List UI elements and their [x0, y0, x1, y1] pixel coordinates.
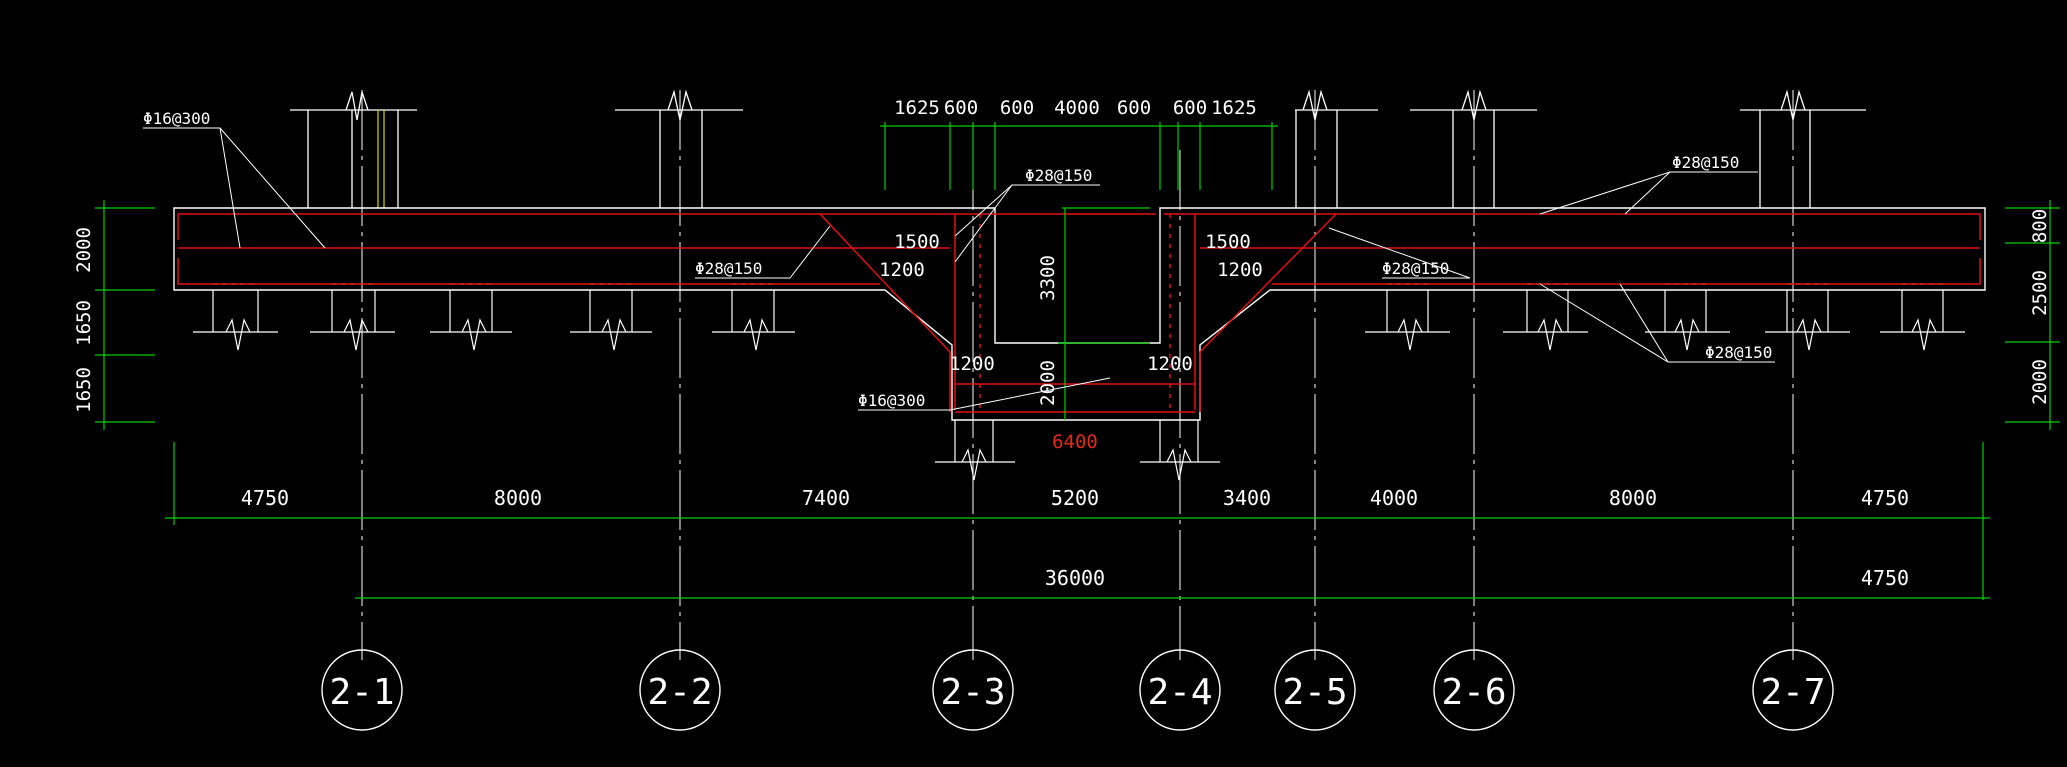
pile-pit-left — [935, 420, 1015, 481]
axis-label-2-5: 2-5 — [1282, 672, 1347, 713]
axis-bubble-2-3[interactable] — [932, 649, 1014, 731]
column-2-7 — [1740, 89, 1866, 208]
axis-bubble-2-6[interactable] — [1433, 649, 1515, 731]
pit-dim-1500-right: 1500 — [1205, 231, 1251, 253]
pit-dimension-texts: 1500 1200 1500 1200 1200 1200 3300 2000 … — [879, 231, 1263, 453]
axis-bubble-2-2[interactable] — [639, 649, 721, 731]
column-2-6 — [1410, 89, 1537, 208]
rebar-label-top-right: Φ28@150 — [1672, 153, 1739, 172]
rebar-label-pit-top: Φ28@150 — [1025, 166, 1092, 185]
dim-4000: 4000 — [1370, 486, 1418, 510]
dim-600-b: 600 — [1000, 97, 1034, 119]
dim-36000: 36000 — [1045, 566, 1105, 590]
dim-8000-right: 8000 — [1609, 486, 1657, 510]
bottom-dimension-texts: 4750 8000 7400 5200 3400 4000 8000 4750 … — [241, 486, 1909, 590]
pit-dim-1500-left: 1500 — [894, 231, 940, 253]
axis-label-2-3: 2-3 — [940, 672, 1005, 713]
piles — [193, 283, 1965, 481]
rebar-label-top-left: Φ16@300 — [143, 109, 210, 128]
leader-lines — [143, 127, 1775, 411]
pit-dim-1200-inner-right: 1200 — [1147, 353, 1193, 375]
dim-1625-left: 1625 — [894, 97, 940, 119]
dim-7400: 7400 — [802, 486, 850, 510]
dim-left-1650-b: 1650 — [73, 367, 95, 413]
pit-dim-6400: 6400 — [1052, 431, 1098, 453]
dim-600-d: 600 — [1173, 97, 1207, 119]
side-dimension-texts: 2000 1650 1650 800 2500 2000 — [73, 209, 2051, 413]
pit-dim-3300: 3300 — [1037, 255, 1059, 301]
pit-dim-1200-left: 1200 — [879, 259, 925, 281]
rebar-label-mid-left: Φ28@150 — [695, 259, 762, 278]
top-dimension-texts: 1625 600 600 4000 600 600 1625 — [894, 97, 1257, 119]
rebar-label-mid-right: Φ28@150 — [1382, 259, 1449, 278]
axis-bubble-2-5[interactable] — [1274, 649, 1356, 731]
axis-bubble-2-4[interactable] — [1139, 649, 1221, 731]
axis-label-2-4: 2-4 — [1147, 672, 1212, 713]
dim-600-c: 600 — [1117, 97, 1151, 119]
column-2-2 — [615, 89, 743, 208]
axis-label-2-7: 2-7 — [1760, 672, 1825, 713]
pit-dim-1200-inner-left: 1200 — [949, 353, 995, 375]
dim-600-a: 600 — [944, 97, 978, 119]
dim-3400: 3400 — [1223, 486, 1271, 510]
pit-dim-2000: 2000 — [1037, 360, 1059, 406]
dim-right-2000: 2000 — [2029, 359, 2051, 405]
dim-8000-left: 8000 — [494, 486, 542, 510]
axis-bubble-2-7[interactable] — [1752, 649, 1834, 731]
axis-labels: 2-1 2-2 2-3 2-4 2-5 2-6 2-7 — [329, 672, 1825, 713]
column-2-5 — [1295, 89, 1378, 208]
dim-1625-right: 1625 — [1211, 97, 1257, 119]
dim-4750-overall: 4750 — [1861, 566, 1909, 590]
dim-left-1650-a: 1650 — [73, 300, 95, 346]
rebar-label-pit-bottom: Φ16@300 — [858, 391, 925, 410]
dim-4000-top: 4000 — [1054, 97, 1100, 119]
axis-label-2-6: 2-6 — [1441, 672, 1506, 713]
axis-bubble-2-1[interactable] — [321, 649, 403, 731]
column-2-1-rebar-yellow — [377, 110, 385, 208]
axis-label-2-2: 2-2 — [647, 672, 712, 713]
dim-4750-left: 4750 — [241, 486, 289, 510]
column-2-1 — [290, 91, 417, 208]
dim-right-800: 800 — [2029, 209, 2051, 243]
top-columns — [290, 89, 1866, 208]
axis-bubbles — [321, 649, 1834, 731]
rebar-lines — [177, 213, 1981, 413]
pit-dim-1200-right: 1200 — [1217, 259, 1263, 281]
dim-4750-right: 4750 — [1861, 486, 1909, 510]
dim-right-2500: 2500 — [2029, 270, 2051, 316]
axis-label-2-1: 2-1 — [329, 672, 394, 713]
pile-pit-right — [1140, 420, 1220, 481]
dim-left-2000: 2000 — [73, 227, 95, 273]
rebar-label-texts: Φ16@300 Φ28@150 Φ28@150 Φ16@300 Φ28@150 … — [143, 109, 1772, 410]
rebar-label-bottom-right: Φ28@150 — [1705, 343, 1772, 362]
dimension-lines — [95, 122, 2060, 600]
dim-5200: 5200 — [1051, 486, 1099, 510]
